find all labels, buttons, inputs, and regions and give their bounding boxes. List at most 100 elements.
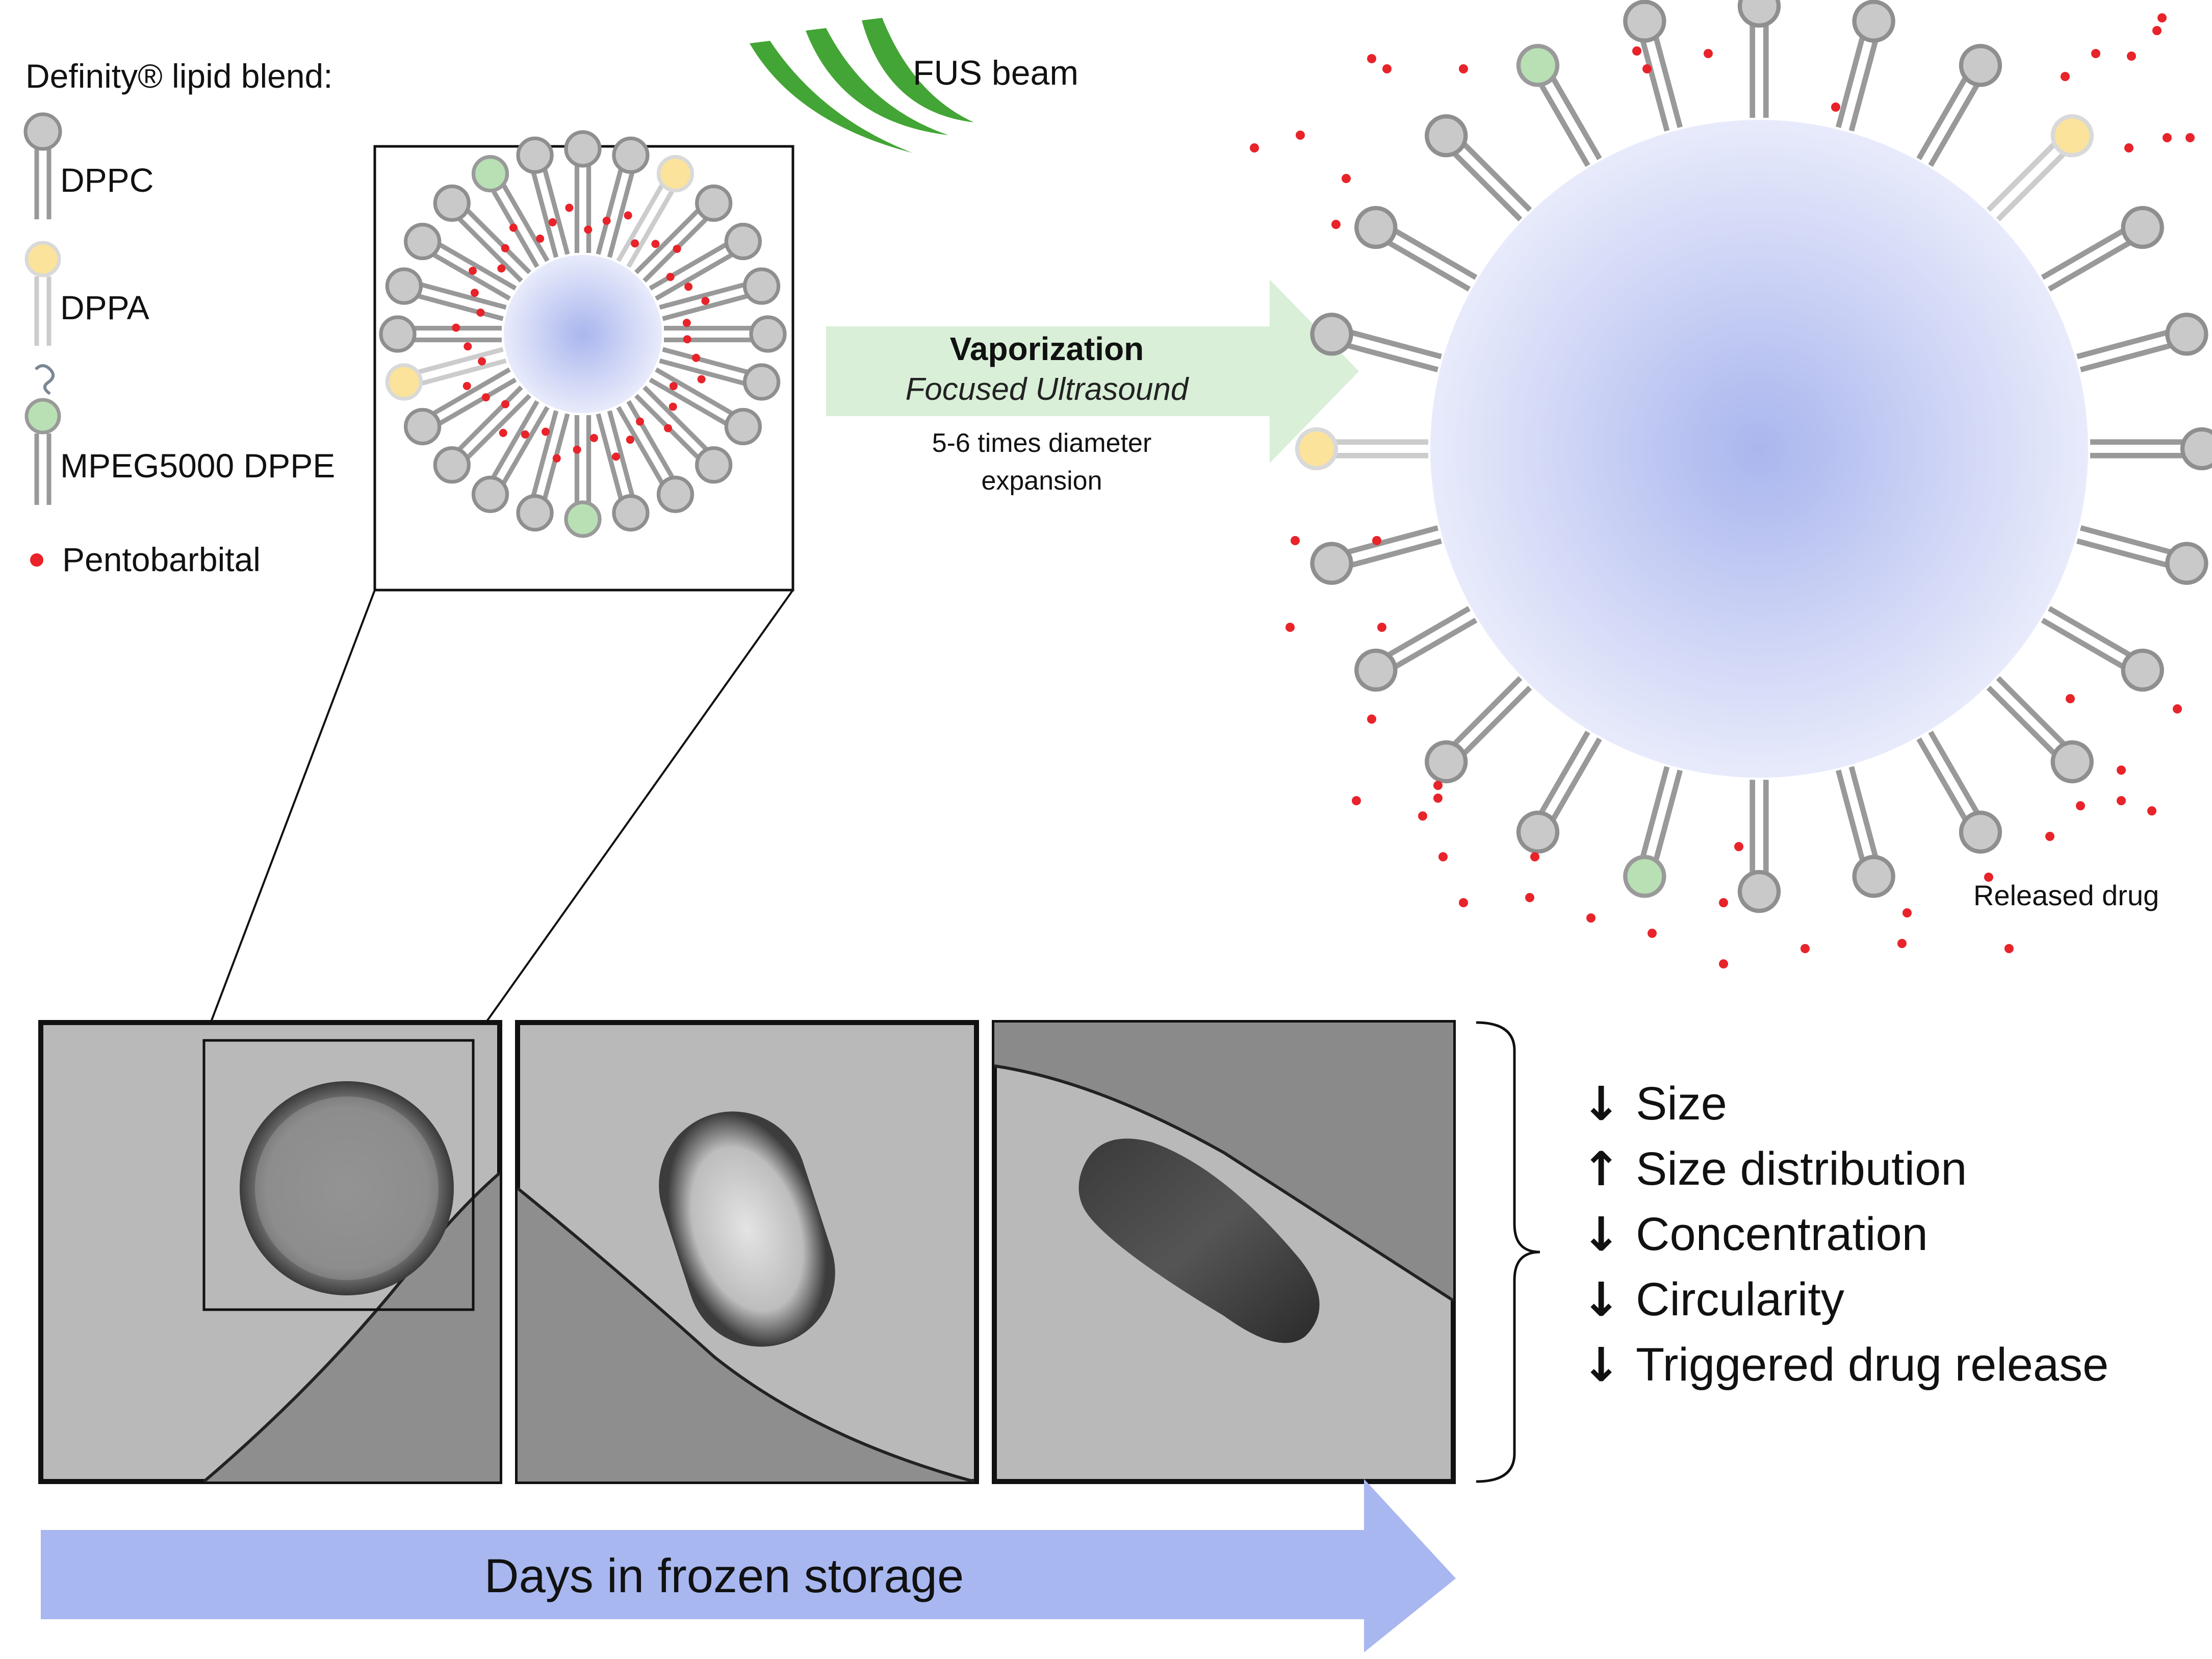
drug-dot: [552, 454, 561, 463]
lipid-molecule: [404, 222, 517, 301]
zoom-line-right: [472, 589, 794, 1041]
lipid-molecule: [1916, 44, 2002, 167]
fus-beam-label: FUS beam: [913, 54, 1078, 92]
drug-dot: [631, 239, 639, 248]
lipid-molecule: [2076, 525, 2208, 585]
drug-dot: [1296, 131, 1305, 140]
lipid-molecule: [2090, 427, 2212, 471]
gas-core: [1430, 120, 2088, 778]
lipid-molecule: [2041, 206, 2164, 292]
tem-zoom-inset: [202, 1039, 475, 1311]
lipid-molecule: [2076, 313, 2208, 373]
drug-dot: [501, 244, 509, 252]
timeline-arrow: [41, 1479, 1456, 1652]
drug-dot: [469, 267, 477, 275]
drug-dot: [666, 272, 675, 281]
lipid-molecule: [1916, 730, 2002, 854]
drug-dot: [2004, 944, 2014, 953]
tem-micrograph-day-2: [515, 1020, 979, 1484]
drug-dot: [1342, 174, 1351, 183]
drug-dot: [1459, 64, 1468, 73]
lipid-molecule: [1623, 0, 1683, 132]
expansion-note-line2: expansion: [981, 466, 1102, 496]
drug-dot: [478, 357, 486, 366]
lipid-molecule: [385, 267, 507, 321]
small-microbubble: [379, 130, 787, 538]
drug-dot: [612, 452, 621, 461]
drug-dot: [497, 264, 506, 273]
drug-dot: [476, 308, 485, 317]
list-item: ↓ Concentration: [1581, 1202, 2108, 1267]
outcome-label: Circularity: [1636, 1273, 1844, 1325]
drug-dot: [1525, 893, 1534, 902]
drug-dot: [452, 323, 460, 332]
pentobarbital-dot-icon: [30, 553, 43, 567]
lipid-molecule: [1986, 114, 2094, 222]
drug-dot: [1642, 64, 1652, 73]
drug-dot: [2185, 133, 2195, 142]
drug-dot: [1382, 64, 1392, 73]
lipid-molecule: [1310, 525, 1442, 585]
drug-dot: [481, 393, 490, 402]
outcome-label: Size: [1636, 1077, 1727, 1130]
drug-dot: [1285, 623, 1295, 632]
vaporization-subtitle: Focused Ultrasound: [906, 372, 1190, 407]
dppa-legend-icon: [24, 241, 61, 346]
drug-dot: [1719, 898, 1728, 907]
lipid-molecule: [385, 347, 507, 401]
drug-dot: [668, 402, 677, 411]
expanded-microbubble: [1250, 0, 2212, 968]
fus-beam-icon: [750, 18, 974, 153]
lipid-molecule: [564, 415, 602, 538]
down-arrow-icon: ↓: [1581, 1337, 1621, 1392]
drug-dot: [2076, 801, 2085, 810]
drug-dot: [1438, 852, 1448, 861]
drug-dot: [548, 218, 557, 226]
lipid-molecule: [1354, 606, 1478, 692]
lipid-molecule: [433, 385, 532, 484]
lipid-molecule: [379, 315, 502, 353]
drug-dot: [2147, 806, 2156, 815]
vaporization-arrow: [826, 279, 1359, 463]
vaporization-title: Vaporization: [950, 330, 1144, 367]
drug-dot: [1352, 796, 1361, 805]
drug-dot: [1250, 143, 1259, 152]
lipid-molecule: [649, 222, 762, 301]
drug-dot: [1586, 913, 1596, 923]
down-arrow-icon: ↓: [1581, 1207, 1621, 1262]
lipid-molecule: [659, 267, 781, 321]
expansion-note-line1: 5-6 times diameter: [932, 428, 1152, 458]
mpeg-dppe-legend-icon: [24, 364, 61, 505]
drug-dot: [499, 428, 507, 437]
drug-dot: [573, 445, 581, 454]
drug-dot: [1831, 103, 1840, 112]
pentobarbital-label: Pentobarbital: [62, 541, 261, 578]
drug-dot: [602, 216, 611, 225]
drug-dot: [673, 244, 681, 253]
list-item: ↓ Triggered drug release: [1581, 1332, 2108, 1397]
lipid-molecule: [1623, 766, 1683, 898]
tem-micrograph-day-3: [992, 1020, 1456, 1484]
drug-dot: [1734, 842, 1743, 851]
lipid-molecule: [1737, 780, 1781, 913]
drug-dot: [464, 342, 472, 351]
drug-dot: [1704, 49, 1713, 58]
lipid-molecule: [596, 410, 650, 532]
lipid-molecule: [1737, 0, 1781, 118]
drug-dot: [470, 289, 479, 297]
drug-dot: [1801, 944, 1810, 953]
drug-dot: [1984, 873, 1993, 882]
drug-dot: [697, 375, 706, 384]
drug-dot: [624, 211, 632, 220]
lipid-molecule: [1425, 676, 1532, 783]
released-drug-label: Released drug: [1973, 879, 2159, 911]
drug-dot: [692, 353, 701, 362]
lipid-molecule: [616, 400, 695, 513]
drug-dot: [1367, 54, 1376, 63]
lipid-molecule: [1295, 427, 1428, 471]
drug-dot: [636, 417, 645, 426]
drug-dot: [565, 203, 574, 212]
drug-dot: [1530, 852, 1539, 861]
outcome-label: Concentration: [1636, 1208, 1928, 1260]
